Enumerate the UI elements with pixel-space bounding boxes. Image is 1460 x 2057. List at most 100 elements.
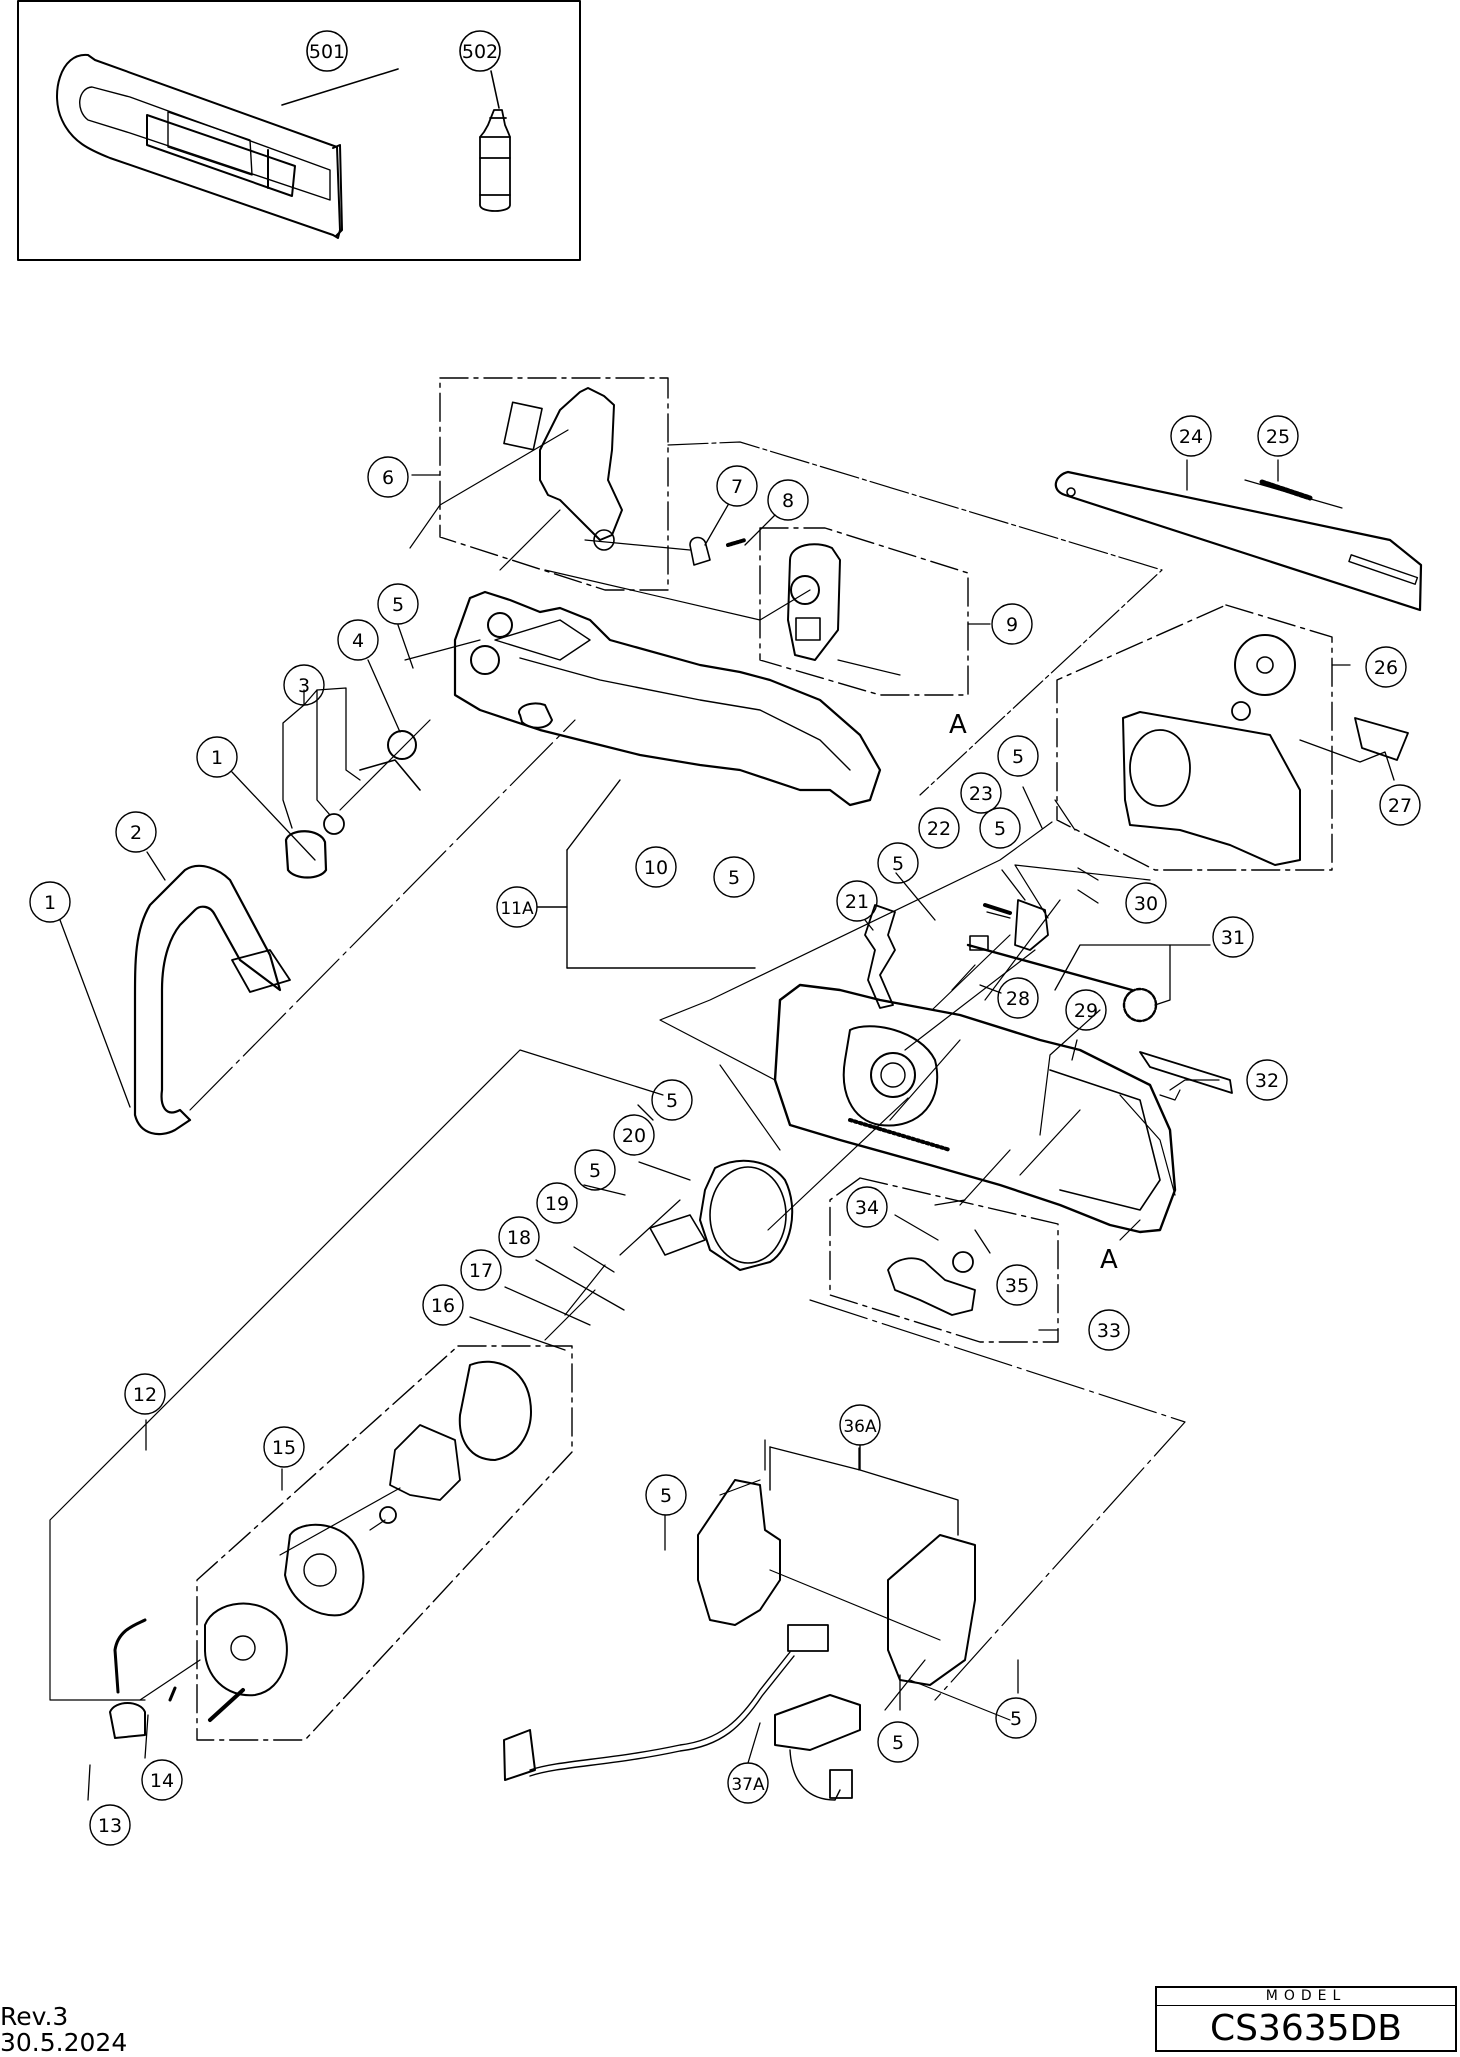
callout-5[interactable]: 5: [877, 1721, 919, 1763]
callout-label: 12: [133, 1384, 157, 1406]
callout-501[interactable]: 501: [306, 30, 348, 72]
callout-label: 9: [1006, 614, 1018, 636]
callout-25[interactable]: 25: [1257, 415, 1299, 457]
callout-502[interactable]: 502: [459, 30, 501, 72]
controller-drawing: [774, 1694, 861, 1751]
callout-label: 5: [1012, 746, 1024, 768]
callout-5[interactable]: 5: [377, 583, 419, 625]
callout-16[interactable]: 16: [422, 1284, 464, 1326]
callout-label: 34: [855, 1197, 879, 1219]
callout-26[interactable]: 26: [1365, 646, 1407, 688]
callout-5[interactable]: 5: [651, 1079, 693, 1121]
callout-34[interactable]: 34: [846, 1186, 888, 1228]
callout-24[interactable]: 24: [1170, 415, 1212, 457]
callout-label: 11A: [500, 899, 534, 919]
callout-5[interactable]: 5: [645, 1474, 687, 1516]
group-box-15: [196, 1345, 573, 1741]
callout-31[interactable]: 31: [1212, 916, 1254, 958]
callout-label: 10: [644, 857, 668, 879]
revision-date: 30.5.2024: [0, 2028, 128, 2057]
callout-30[interactable]: 30: [1125, 882, 1167, 924]
callout-17[interactable]: 17: [460, 1249, 502, 1291]
callout-37a[interactable]: 37A: [727, 1762, 769, 1804]
oil-bottle-drawing: [479, 109, 511, 212]
callout-label: 21: [845, 891, 869, 913]
callout-20[interactable]: 20: [613, 1114, 655, 1156]
front-handle-drawing: [133, 864, 282, 1136]
callout-6[interactable]: 6: [367, 456, 409, 498]
callout-label: 37A: [731, 1775, 765, 1795]
model-number: CS3635DB: [1209, 2008, 1403, 2049]
callout-10[interactable]: 10: [635, 846, 677, 888]
reference-mark-a: A: [949, 710, 967, 740]
callout-35[interactable]: 35: [996, 1264, 1038, 1306]
callout-label: 2: [130, 822, 142, 844]
callout-label: 5: [892, 1732, 904, 1754]
callout-5[interactable]: 5: [995, 1697, 1037, 1739]
callout-label: 30: [1134, 893, 1158, 915]
callout-12[interactable]: 12: [124, 1373, 166, 1415]
callout-2[interactable]: 2: [115, 811, 157, 853]
callout-label: 28: [1006, 988, 1030, 1010]
callout-label: 24: [1179, 426, 1203, 448]
callout-36a[interactable]: 36A: [769, 1404, 959, 1536]
group-box-26: [1056, 604, 1333, 871]
callout-5[interactable]: 5: [877, 842, 919, 884]
callout-label: 1: [44, 892, 56, 914]
callout-27[interactable]: 27: [1379, 784, 1421, 826]
callout-label: 23: [969, 783, 993, 805]
assembly-lines: [49, 429, 1186, 1721]
revision-label: Rev.3: [0, 2002, 69, 2031]
callout-label: 5: [666, 1090, 678, 1112]
callout-1[interactable]: 1: [196, 736, 238, 778]
leader-line: [490, 70, 500, 109]
callout-9[interactable]: 9: [991, 603, 1033, 645]
callout-33[interactable]: 33: [1088, 1309, 1130, 1351]
switch-holder-left-drawing: [697, 1479, 781, 1626]
callout-5[interactable]: 5: [997, 735, 1039, 777]
callout-23[interactable]: 23: [960, 772, 1002, 814]
group-box-9: [759, 527, 969, 696]
callout-14[interactable]: 14: [141, 1759, 183, 1801]
callout-label: 5: [994, 818, 1006, 840]
callout-28[interactable]: 28: [997, 977, 1039, 1019]
callout-label: 26: [1374, 657, 1398, 679]
brake-lever-drawing: [539, 387, 623, 541]
callout-1[interactable]: 1: [29, 881, 71, 923]
callout-label: 1: [211, 747, 223, 769]
callout-3[interactable]: 3: [283, 664, 325, 706]
callout-7[interactable]: 7: [716, 465, 758, 507]
switch-lock-drawing: [887, 1257, 976, 1316]
callout-label: 5: [892, 853, 904, 875]
guide-bar-drawing: [1054, 470, 1423, 612]
callout-13[interactable]: 13: [89, 1804, 131, 1846]
callout-label: 20: [622, 1125, 646, 1147]
callout-label: 22: [927, 818, 951, 840]
callout-label: 27: [1388, 795, 1412, 817]
oil-tank-drawing: [787, 543, 841, 661]
armature-drawing: [389, 1424, 461, 1501]
callout-11a[interactable]: 11A: [496, 779, 756, 969]
group-box-33: [829, 1177, 1059, 1343]
model-label: MODEL: [1157, 1988, 1455, 2006]
callout-5[interactable]: 5: [713, 856, 755, 898]
callout-5[interactable]: 5: [979, 807, 1021, 849]
revision-info: Rev.3 30.5.2024: [0, 2004, 127, 2056]
callout-29[interactable]: 29: [1065, 989, 1107, 1031]
callout-22[interactable]: 22: [918, 807, 960, 849]
callout-15[interactable]: 15: [263, 1426, 305, 1468]
end-bracket-drawing: [204, 1602, 288, 1697]
callout-label: 502: [462, 41, 498, 63]
callout-label: 15: [272, 1437, 296, 1459]
callout-5[interactable]: 5: [574, 1149, 616, 1191]
callout-18[interactable]: 18: [498, 1216, 540, 1258]
callout-8[interactable]: 8: [767, 479, 809, 521]
callout-32[interactable]: 32: [1246, 1059, 1288, 1101]
rear-handle-housing-drawing: [453, 590, 882, 807]
motor-bracket-drawing: [699, 1159, 794, 1271]
callout-19[interactable]: 19: [536, 1182, 578, 1224]
callout-21[interactable]: 21: [836, 880, 878, 922]
model-box: MODEL CS3635DB: [1155, 1986, 1457, 2052]
callout-4[interactable]: 4: [337, 619, 379, 661]
